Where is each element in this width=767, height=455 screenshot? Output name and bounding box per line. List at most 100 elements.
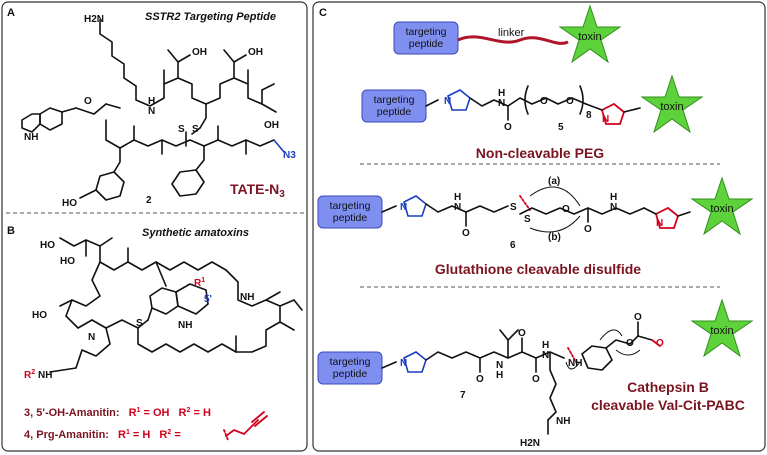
peg-linker-structure [425,85,641,125]
atom-s-ds-2: S [524,214,531,225]
box2-line1: targeting [374,94,415,106]
atom-n-ds-2: N [610,202,617,213]
compound-5-label: 5 [558,122,564,133]
atom-o-pabc-3: O [656,338,664,349]
toxin-label-2: toxin [660,101,683,113]
atom-nh-indole: NH [24,132,38,143]
atom-o-ds-2: O [562,204,570,215]
atom-h-peg: H [498,88,505,99]
atom-r2: R2 [24,369,35,381]
panel-a-letter: A [7,7,15,19]
atom-s-b: S [136,318,143,329]
peg-subscript-8: 8 [586,110,592,121]
compound-7-label: 7 [460,390,466,401]
toxin-label-4: toxin [710,325,733,337]
toxin-star-4 [690,298,754,358]
atom-n-ds: N [454,202,461,213]
atom-n-t5: N [400,358,407,369]
amatoxin-structure [49,237,303,373]
atom-o-pabc-1: O [634,312,642,323]
atom-ho: HO [62,198,77,209]
atom-n-t4: N [656,218,663,229]
box3-line1: targeting [330,200,371,212]
atom-o-pabc-2: O [626,338,634,349]
compound-2-label: 2 [146,195,152,206]
linker-label: linker [498,27,525,39]
arrow-b-label: (b) [548,232,561,243]
atom-o-vc-2: O [518,328,526,339]
atom-r1: R1 [194,277,205,289]
atom-h-vc-1: H [496,370,503,381]
atom-nh-indole-b: NH [178,320,192,331]
propargyl-group-icon [223,411,268,441]
box4-line1: targeting [330,356,371,368]
atom-o-ds-1: O [462,228,470,239]
atom-n-vc-2: N [542,350,549,361]
tate-n3-structure [21,19,285,201]
atom-o-peg-3: O [566,96,574,107]
atom-s-ds-1: S [510,202,517,213]
atom-n-1: N [148,106,155,117]
compound-3-line: 3, 5'-OH-Amanitin: R1 = OH R2 = H [24,407,211,419]
caption-val-cit-pabc: cleavable Val-Cit-PABC [591,397,745,413]
atom-o-ds-3: O [584,224,592,235]
caption-non-cleavable-peg: Non-cleavable PEG [476,145,604,161]
caption-glutathione-disulfide: Glutathione cleavable disulfide [435,261,641,277]
panel-c-letter: C [319,7,327,19]
atom-o-vc-1: O [476,374,484,385]
atom-s-2: S [178,124,185,135]
tate-n3-tag: TATE-N3 [230,181,285,200]
atom-n-t2: N [602,114,609,125]
arrow-a-label: (a) [548,176,560,187]
panel-b-title: Synthetic amatoxins [142,227,249,239]
box1-line1: targeting [406,26,447,38]
atom-oh-2: OH [248,47,263,58]
atom-n-t3: N [400,202,407,213]
compound-4-line: 4, Prg-Amanitin: R1 = H R2 = [24,429,181,441]
atom-o-vc-3: O [532,374,540,385]
atom-nh-vc: NH [568,358,582,369]
toxin-star-3 [690,176,754,236]
toxin-label-1: toxin [578,31,601,43]
atom-h2n-urea: H2N [520,438,540,449]
atom-s-1: S [192,124,199,135]
panel-b-letter: B [7,225,15,237]
toxin-star-1 [558,4,622,64]
atom-ho-b1: HO [40,240,55,251]
atom-n-b: N [88,332,95,343]
disulfide-linker-structure [381,186,691,233]
toxin-star-2 [640,74,704,134]
panel-ab-frame [1,1,308,452]
atom-o-peg-2: O [540,96,548,107]
targeting-peptide-box-1 [393,21,459,55]
linker-line [457,35,569,45]
atom-h-1: H [148,96,155,107]
atom-n-peg: N [498,98,505,109]
atom-n-t1: N [444,96,451,107]
vcpabc-linker-structure [381,321,661,435]
atom-n-vc-1: N [496,360,503,371]
atom-nh-b: NH [240,292,254,303]
atom-o-1: O [84,96,92,107]
atom-h-ds-2: H [610,192,617,203]
box2-line2: peptide [377,106,412,118]
panel-a-title: SSTR2 Targeting Peptide [145,11,276,23]
box4-line2: peptide [333,368,368,380]
box1-line2: peptide [409,38,444,50]
atom-nh-r2: NH [38,370,52,381]
caption-cathepsin-b: Cathepsin B [627,379,709,395]
atom-5prime: 5' [204,294,212,305]
atom-h-vc-2: H [542,340,549,351]
atom-nh-urea: NH [556,416,570,427]
atom-o-peg-1: O [504,122,512,133]
atom-ho-b2: HO [60,256,75,267]
atom-oh-1: OH [192,47,207,58]
atom-h2n: H2N [84,14,104,25]
atom-h-ds: H [454,192,461,203]
compound-6-label: 6 [510,240,516,251]
atom-oh-3: OH [264,120,279,131]
box3-line2: peptide [333,212,368,224]
atom-n3: N3 [283,150,296,161]
